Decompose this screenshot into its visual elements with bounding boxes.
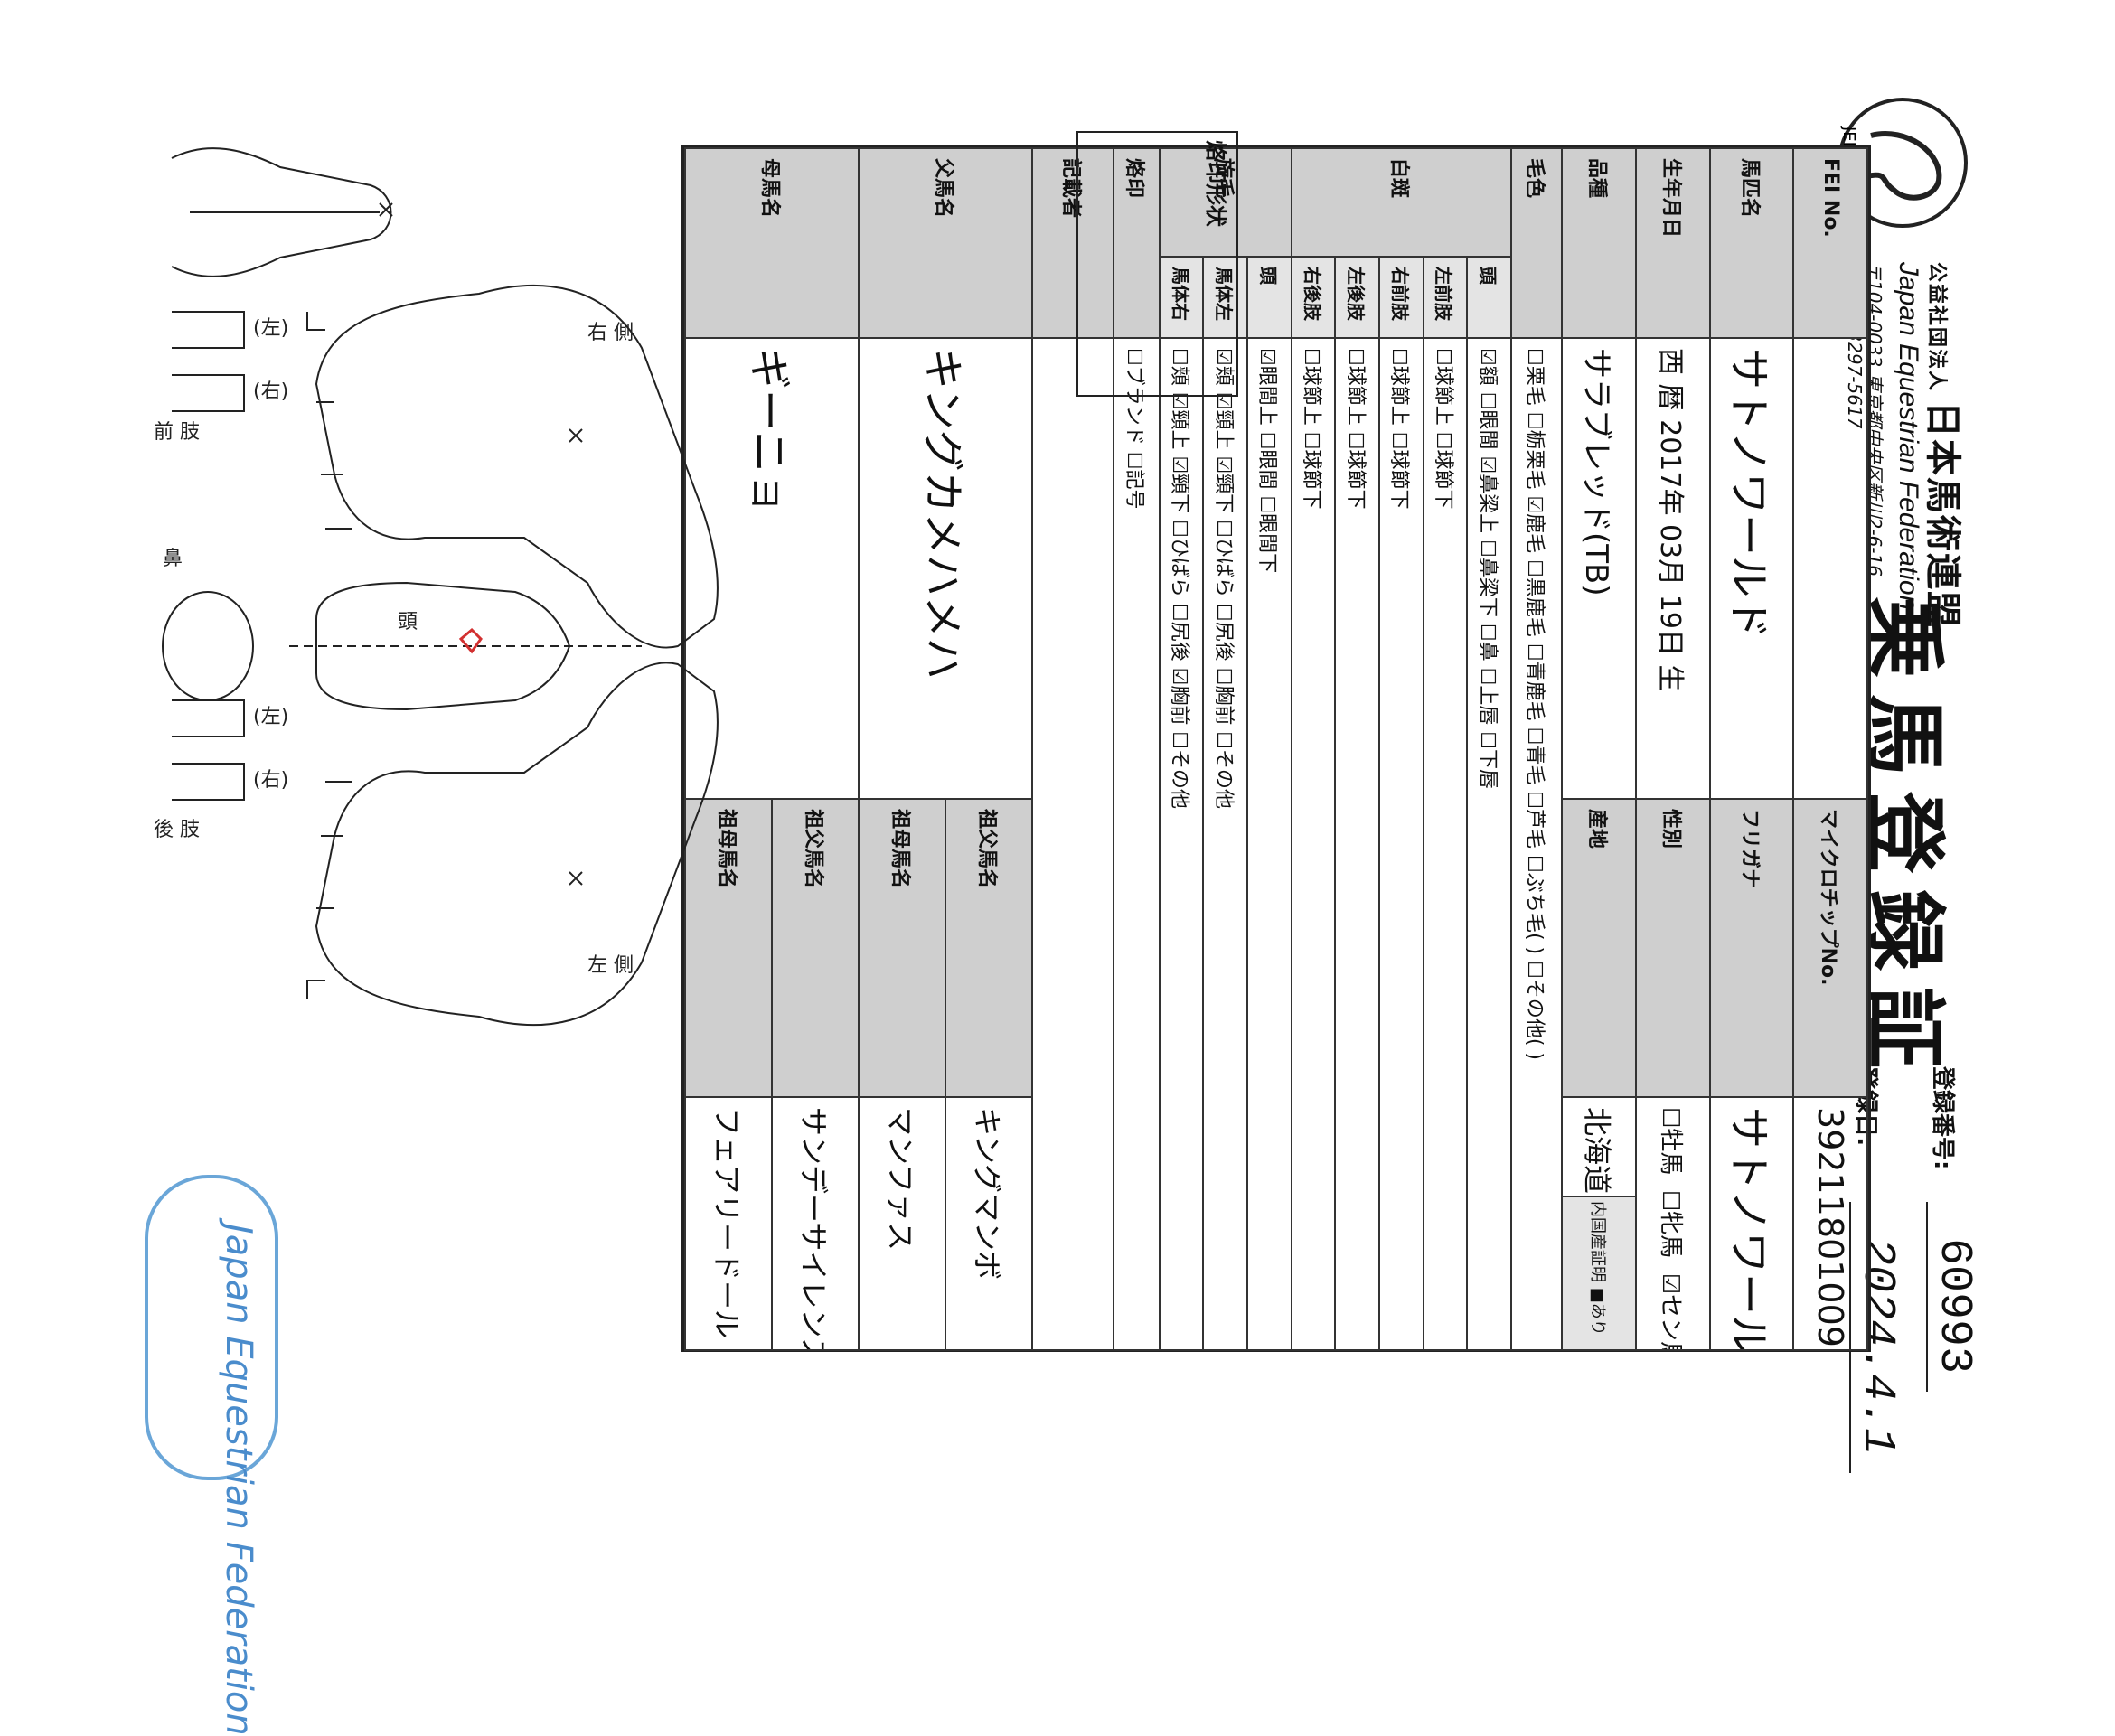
top-view-outline — [171, 147, 392, 277]
forehead-white-mark — [458, 627, 483, 654]
white-opts-rh: ☐球節上 ☐球節下 — [1291, 338, 1336, 1351]
left-side-horse — [315, 662, 719, 1027]
right-side-horse — [315, 284, 719, 649]
logo-text: JEF — [1839, 126, 1858, 151]
brand-options: ☐ブランド ☐記号 — [1113, 338, 1160, 1351]
dob-value: 西 暦 2017年 03月 19日 生 — [1636, 338, 1710, 800]
front-right-label: (右) — [253, 380, 288, 403]
right-side-mark — [569, 428, 583, 443]
org-prefix: 公益社団法人 — [1925, 262, 1948, 393]
federation-stamp: Japan Equestrian Federation — [145, 1175, 278, 1736]
recorder-value — [1032, 338, 1114, 1351]
white-opts-head: ☑額 ☐眼間 ☑鼻梁上 ☐鼻梁下 ☐鼻 ☐上唇 ☐下唇 — [1467, 338, 1511, 1351]
hind-left-label: (左) — [253, 706, 288, 728]
stamp-text: Japan Equestrian Federation — [218, 1224, 259, 1736]
brand-shape-box: 烙印形状 — [1076, 131, 1238, 397]
org-name-text: 日本馬術連盟 — [1922, 401, 1963, 630]
head-label: 頭 — [398, 611, 418, 633]
dob-label: 生年月日 — [1636, 148, 1710, 339]
white-opts-lh: ☐球節上 ☐球節下 — [1335, 338, 1379, 1351]
right-side-label: 右 側 — [588, 322, 634, 344]
sex-label: 性別 — [1636, 799, 1710, 1098]
hind-right-label: (右) — [253, 769, 288, 792]
domestic-cert: 内国産証明 ■あり — [1562, 1196, 1637, 1351]
reg-no-label: 登録番号: — [1929, 1066, 1956, 1170]
microchip-label: マイクロチップNo. — [1793, 799, 1867, 1098]
white-sub-rh: 右後肢 — [1291, 257, 1336, 339]
sex-option-mare[interactable]: ☐牝馬 — [1657, 1189, 1685, 1259]
right-leg-1 — [306, 312, 325, 331]
hind-leg-left — [172, 699, 245, 737]
nose-label: 鼻 — [163, 548, 183, 570]
breed-value: サラブレッド(TB) — [1562, 338, 1637, 800]
white-opts-lf: ☐球節上 ☐球節下 — [1423, 338, 1468, 1351]
fei-label: FEI No. — [1793, 148, 1867, 339]
white-sub-lf: 左前肢 — [1423, 257, 1468, 339]
dob-month: 03 — [1654, 524, 1686, 559]
origin-value: 北海道 — [1562, 1097, 1637, 1197]
white-sub-rf: 右前肢 — [1378, 257, 1424, 339]
front-legs-label: 前 肢 — [154, 421, 200, 444]
hind-legs-label: 後 肢 — [154, 819, 200, 841]
fei-value — [1793, 338, 1867, 800]
org-name: 公益社団法人日本馬術連盟 — [1920, 262, 1972, 629]
whorl-opts-right: ☐頬 ☑頸上 ☑頸下 ☐ひばら ☐尻後 ☑胸前 ☐その他 — [1159, 338, 1204, 1351]
front-leg-right — [172, 374, 245, 412]
domestic-cert-value: ■あり — [1588, 1287, 1608, 1336]
front-left-label: (左) — [253, 317, 288, 340]
color-options: ☐栗毛 ☐栃栗毛 ☑鹿毛 ☐黒鹿毛 ☐青鹿毛 ☐青毛 ☐芦毛 ☐ぶち毛( ) ☐… — [1510, 338, 1563, 1351]
nose-outline — [162, 591, 254, 701]
whorl-opts-left: ☑頬 ☑頸上 ☑頸下 ☐ひばら ☐尻後 ☐胸前 ☐その他 — [1203, 338, 1248, 1351]
dob-prefix: 西 暦 — [1654, 348, 1686, 411]
furigana-label: フリガナ — [1709, 799, 1794, 1098]
sex-option-stallion[interactable]: ☐牡馬 — [1657, 1107, 1685, 1176]
breed-label: 品種 — [1562, 148, 1637, 339]
horse-name: サトノワールド — [1709, 338, 1794, 800]
left-side-mark — [569, 871, 583, 886]
dob-d: 日 生 — [1654, 628, 1686, 692]
white-marks-label: 白斑 — [1291, 148, 1511, 257]
org-name-en: Japan Equestrian Federation — [1894, 262, 1923, 611]
sex-options: ☐牡馬 ☐牝馬 ☑セン馬 — [1636, 1097, 1710, 1351]
domestic-cert-label: 内国産証明 — [1588, 1201, 1608, 1283]
whorl-opts-head: ☑眼間上 ☐眼間 ☐眼間下 — [1247, 338, 1292, 1351]
dob-year: 2017 — [1654, 419, 1686, 489]
hind-leg-right — [172, 763, 245, 801]
dob-day: 19 — [1654, 594, 1686, 629]
sex-option-gelding[interactable]: ☑セン馬 — [1657, 1272, 1685, 1351]
left-side-label: 左 側 — [588, 954, 634, 977]
dob-m: 月 — [1654, 558, 1686, 586]
left-leg-1 — [306, 980, 325, 999]
top-view-mark — [379, 202, 393, 217]
brand-shape-label: 烙印形状 — [1203, 140, 1228, 227]
white-sub-lh: 左後肢 — [1335, 257, 1379, 339]
white-sub-head: 頭 — [1467, 257, 1511, 339]
whorl-sub-head: 頭 — [1247, 257, 1292, 339]
horse-name-label: 馬匹名 — [1709, 148, 1794, 339]
dob-y: 年 — [1654, 488, 1686, 516]
horse-marking-diagram: 右 側 左 側 頭 鼻 前 肢 後 肢 (左) (右) (左) (右) — [154, 147, 719, 1027]
furigana-value: サトノワールド — [1709, 1097, 1794, 1351]
white-opts-rf: ☐球節上 ☐球節下 — [1378, 338, 1424, 1351]
origin-label: 産地 — [1562, 799, 1637, 1098]
microchip-value: 392118010097368 — [1793, 1097, 1867, 1351]
reg-no-value: 60993 — [1926, 1202, 1979, 1393]
front-leg-left — [172, 311, 245, 349]
color-label: 毛色 — [1510, 148, 1563, 339]
